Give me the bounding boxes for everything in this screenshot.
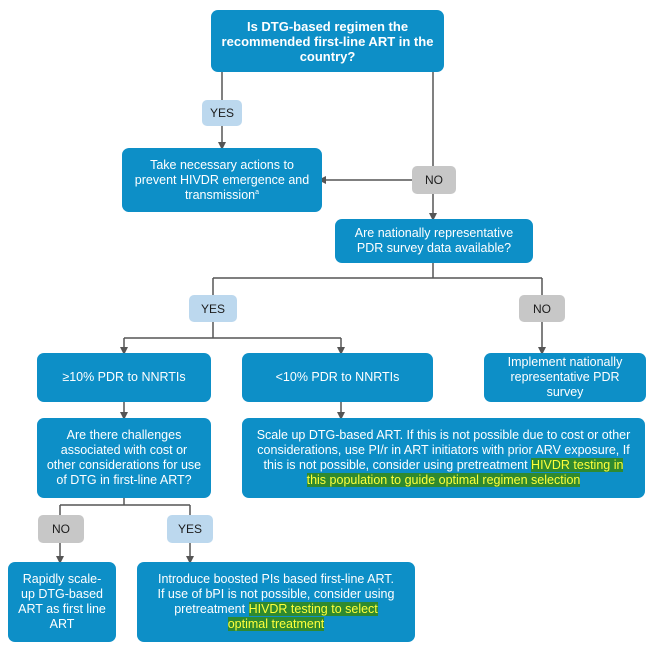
- node-scale-up: Scale up DTG-based ART. If this is not p…: [242, 418, 645, 498]
- label-yes-3: YES: [167, 515, 213, 543]
- node-take-actions: Take necessary actions to prevent HIVDR …: [122, 148, 322, 212]
- label-no-3: NO: [38, 515, 84, 543]
- node-take-actions-text: Take necessary actions to prevent HIVDR …: [134, 157, 310, 202]
- node-boosted: Introduce boosted PIs based first-line A…: [137, 562, 415, 642]
- node-q-pdr-text: Are nationally representative PDR survey…: [354, 226, 514, 255]
- footnote-marker: a: [255, 188, 260, 196]
- node-q-challenges-text: Are there challenges associated with cos…: [46, 428, 202, 487]
- node-implement: Implement nationally representative PDR …: [484, 353, 646, 402]
- node-pdr-high: ≥10% PDR to NNRTIs: [37, 353, 211, 402]
- label-yes-1: YES: [202, 100, 242, 126]
- node-implement-text: Implement nationally representative PDR …: [507, 355, 623, 399]
- label-no-1: NO: [412, 166, 456, 194]
- node-boosted-text: Introduce boosted PIs based first-line A…: [157, 572, 395, 631]
- node-q-pdr: Are nationally representative PDR survey…: [335, 219, 533, 263]
- node-pdr-low-text: <10% PDR to NNRTIs: [275, 370, 400, 384]
- node-rapid: Rapidly scale-up DTG-based ART as first …: [8, 562, 116, 642]
- label-no-2: NO: [519, 295, 565, 322]
- node-rapid-text: Rapidly scale-up DTG-based ART as first …: [18, 572, 106, 631]
- highlight-hivdr-select: HIVDR testing to select optimal treatmen…: [227, 602, 378, 631]
- node-q-challenges: Are there challenges associated with cos…: [37, 418, 211, 498]
- node-pdr-high-text: ≥10% PDR to NNRTIs: [62, 370, 186, 384]
- label-yes-2: YES: [189, 295, 237, 322]
- node-q-dtg-text: Is DTG-based regimen the recommended fir…: [221, 18, 434, 64]
- node-pdr-low: <10% PDR to NNRTIs: [242, 353, 433, 402]
- node-scale-up-text: Scale up DTG-based ART. If this is not p…: [256, 428, 631, 487]
- node-q-dtg: Is DTG-based regimen the recommended fir…: [211, 10, 444, 72]
